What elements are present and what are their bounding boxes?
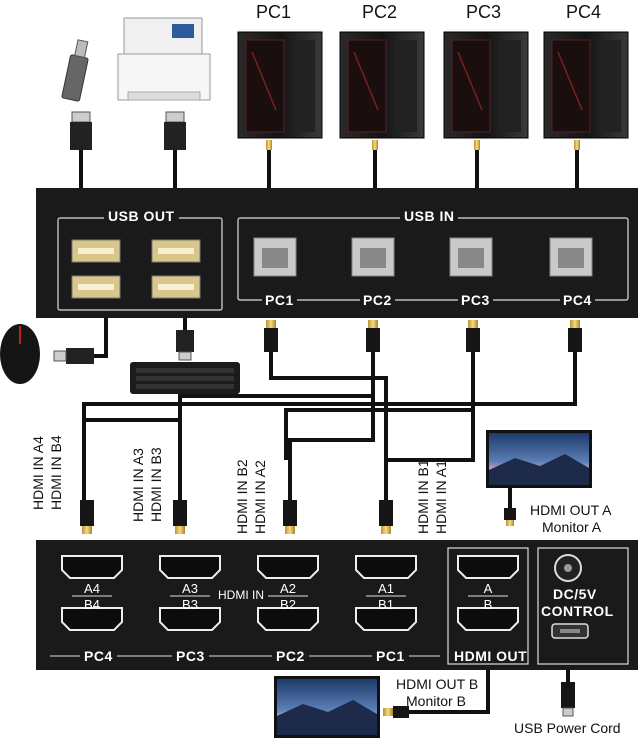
monitor-a-icon: [486, 430, 592, 526]
hdmi-out-a-label: HDMI OUT A: [530, 502, 612, 518]
dc-5v-label: DC/5V: [553, 586, 597, 602]
usb-out-label: USB OUT: [104, 208, 179, 224]
hdmi-port-label-pc2: PC2: [272, 648, 309, 664]
monitor-b-icon: [274, 670, 490, 738]
hdmi-out-b-label: HDMI OUT B: [396, 676, 479, 692]
keyboard-icon: [130, 318, 240, 394]
mouse-usb-plug-icon: [53, 318, 108, 364]
monitor-a-label: Monitor A: [542, 519, 602, 535]
hdmi-port-label-pc4: PC4: [80, 648, 117, 664]
hdmi-in-a1-label: HDMI IN A1: [433, 460, 449, 534]
pc3-tower-icon: [443, 31, 529, 150]
usb-a-ports: [71, 239, 201, 299]
out-a-label: A: [483, 581, 493, 596]
usb-power-cord-label: USB Power Cord: [514, 720, 621, 736]
printer-icon: [117, 17, 211, 101]
hdmi-port-label-pc1: PC1: [372, 648, 409, 664]
hdmi-in-b2-label: HDMI IN B2: [234, 459, 250, 534]
dc-power-jack-icon: [554, 554, 582, 582]
usb-power-cord-icon: [561, 670, 575, 717]
port-a1-label: A1: [378, 581, 394, 596]
usb-plug-left-icon: [70, 111, 92, 188]
hdmi-in-b4-label: HDMI IN B4: [48, 435, 64, 510]
hdmi-port-label-pc3: PC3: [172, 648, 209, 664]
hdmi-plugs-top: [264, 320, 582, 352]
control-label: CONTROL: [541, 603, 614, 619]
pc2-label: PC2: [362, 2, 398, 22]
usb-port-label-pc1: PC1: [262, 292, 297, 308]
usb-port-label-pc4: PC4: [560, 292, 595, 308]
usb-flash-drive-icon: [61, 39, 89, 102]
port-a4-label: A4: [84, 581, 100, 596]
usb-port-label-pc2: PC2: [360, 292, 395, 308]
port-a2-label: A2: [280, 581, 296, 596]
hdmi-in-b3-label: HDMI IN B3: [148, 447, 164, 522]
hdmi-in-a4-label: HDMI IN A4: [30, 436, 46, 510]
port-b3-label: B3: [182, 597, 198, 612]
usb-power-port-icon: [551, 623, 589, 639]
port-a3-label: A3: [182, 581, 198, 596]
hdmi-out-label: HDMI OUT: [454, 648, 528, 664]
hdmi-cable-routing: [82, 352, 577, 500]
usb-plug-right-icon: [164, 111, 186, 188]
port-b1-label: B1: [378, 597, 394, 612]
port-b2-label: B2: [280, 597, 296, 612]
pc2-tower-icon: [339, 31, 425, 150]
hdmi-in-a3-label: HDMI IN A3: [130, 448, 146, 522]
hdmi-ports: [61, 555, 519, 631]
pc4-label: PC4: [566, 2, 602, 22]
hdmi-plugs-bottom: [80, 500, 393, 534]
out-b-label: B: [483, 597, 493, 612]
mouse-icon: [0, 324, 40, 384]
pc1-label: PC1: [256, 2, 292, 22]
pc1-tower-icon: [237, 31, 323, 150]
hdmi-in-a2-label: HDMI IN A2: [252, 460, 268, 534]
pc3-label: PC3: [466, 2, 502, 22]
port-b4-label: B4: [84, 597, 100, 612]
hdmi-in-label: HDMI IN: [215, 588, 267, 602]
usb-in-label: USB IN: [400, 208, 459, 224]
usb-port-label-pc3: PC3: [458, 292, 493, 308]
usb-b-ports: [253, 237, 593, 277]
pc4-tower-icon: [543, 31, 629, 150]
hdmi-in-b1-label: HDMI IN B1: [415, 459, 431, 534]
monitor-b-label: Monitor B: [406, 693, 466, 709]
